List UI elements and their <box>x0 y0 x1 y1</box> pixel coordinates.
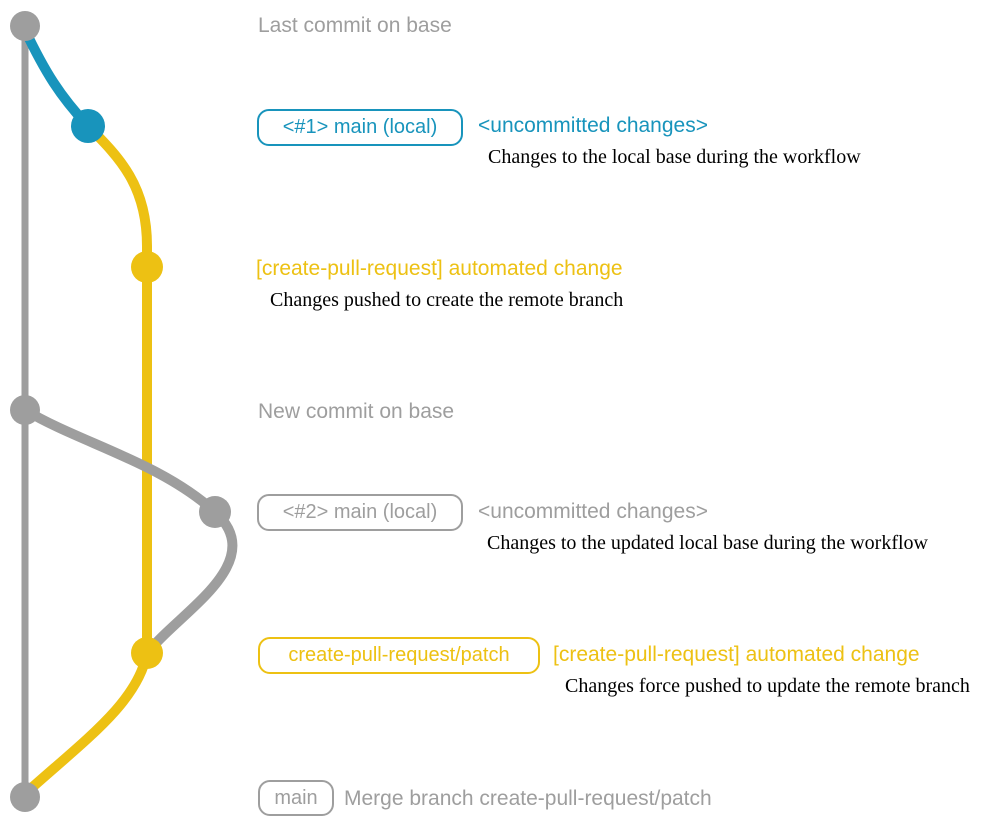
merge-commit-label: Merge branch create-pull-request/patch <box>344 787 712 810</box>
last-commit-label: Last commit on base <box>258 14 452 37</box>
commit-dot-patch-2 <box>131 637 163 669</box>
local-main-branch-line <box>20 25 93 131</box>
row2-title: [create-pull-request] automated change <box>256 257 623 280</box>
branch-badge-main-local-2: <#2> main (local) <box>257 494 463 531</box>
row1-title: <uncommitted changes> <box>478 114 708 137</box>
updated-local-main-branch-line <box>20 405 238 656</box>
new-commit-label: New commit on base <box>258 400 455 423</box>
branch-badge-main-local-1: <#1> main (local) <box>257 109 463 146</box>
commit-dot-local-2 <box>199 496 231 528</box>
branch-badge-main: main <box>258 780 334 816</box>
row4-title: [create-pull-request] automated change <box>553 643 920 666</box>
row1-description: Changes to the local base during the wor… <box>488 146 861 168</box>
commit-dot-merge <box>10 782 40 812</box>
row4-description: Changes force pushed to update the remot… <box>565 675 970 697</box>
commit-dot-last-base <box>10 11 40 41</box>
patch-branch-line <box>83 121 152 658</box>
commit-dot-patch-1 <box>131 251 163 283</box>
row2-description: Changes pushed to create the remote bran… <box>270 289 624 311</box>
commit-dot-new-base <box>10 395 40 425</box>
row3-title: <uncommitted changes> <box>478 500 708 523</box>
row3-description: Changes to the updated local base during… <box>487 532 928 554</box>
branch-badge-patch: create-pull-request/patch <box>258 637 540 674</box>
patch-merge-line <box>22 648 152 797</box>
commit-dot-local-1 <box>71 109 105 143</box>
